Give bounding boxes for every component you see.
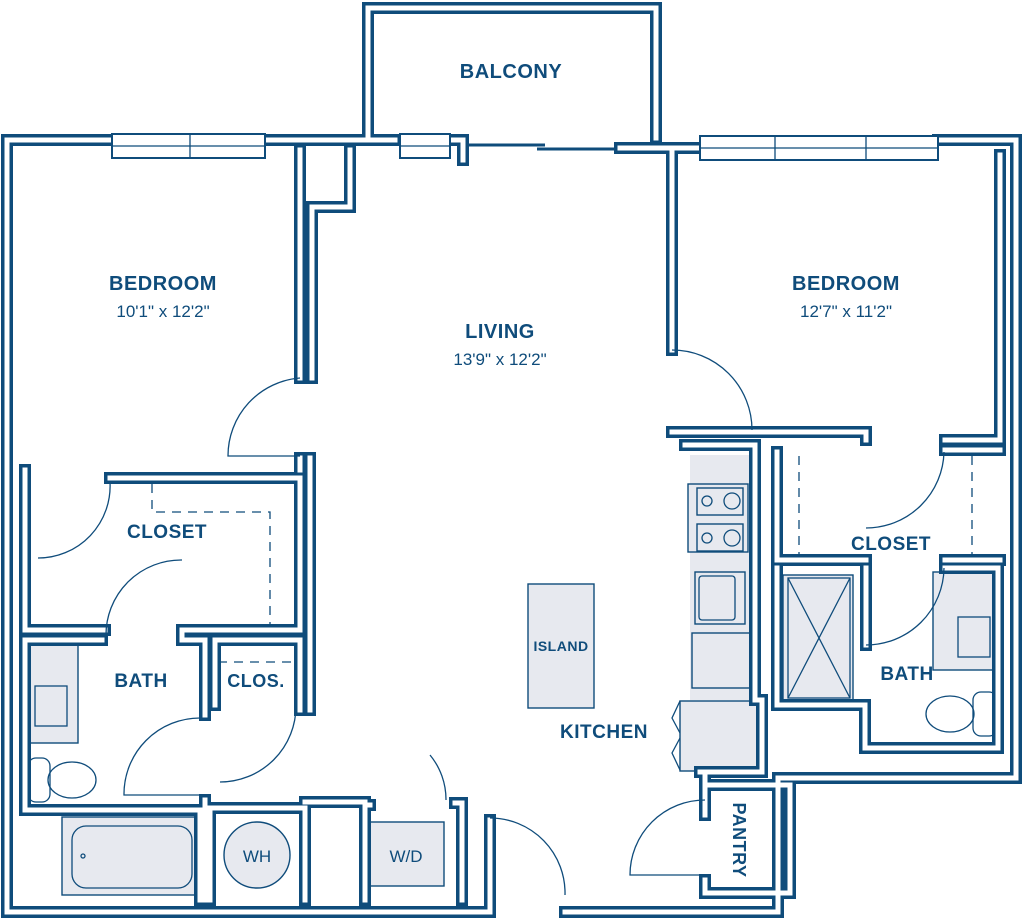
bathtub-icon [61,816,199,896]
doors [37,349,973,896]
kitchen-counter [671,455,761,772]
right-bath-fixtures [782,571,998,737]
washer-dryer-icon [367,821,445,887]
windows [111,133,939,161]
room-dims-living: 13'9" x 12'2" [453,350,546,369]
toilet-icon [27,757,97,803]
room-label-island: ISLAND [533,638,588,654]
room-dims-bedroom-right: 12'7" x 11'2" [800,302,892,321]
room-label-wh: WH [243,847,271,866]
kitchen-sink-icon [694,571,746,625]
shower-icon [782,574,854,703]
room-label-closet-left: CLOSET [127,522,207,543]
room-dims-bedroom-left: 10'1" x 12'2" [116,302,209,321]
room-label-pantry: PANTRY [729,803,749,878]
refrigerator-icon [679,700,761,772]
water-heater-icon [223,821,291,889]
room-label-living: LIVING [465,321,535,343]
room-label-bath-right: BATH [880,664,933,685]
left-bath-fixtures [27,642,199,896]
room-label-clos: CLOS. [227,671,285,691]
room-label-balcony: BALCONY [460,61,563,83]
room-label-bedroom-right: BEDROOM [792,273,900,295]
dishwasher-icon [691,632,753,689]
sliding-door [468,143,615,151]
room-label-kitchen: KITCHEN [560,722,648,743]
sink-icon [932,571,996,671]
room-label-bath-left: BATH [114,671,167,692]
island-counter [527,583,595,709]
room-label-bedroom-left: BEDROOM [109,273,217,295]
room-label-closet-right: CLOSET [851,534,931,555]
room-label-wd: W/D [389,847,422,866]
toilet-icon [925,691,998,737]
